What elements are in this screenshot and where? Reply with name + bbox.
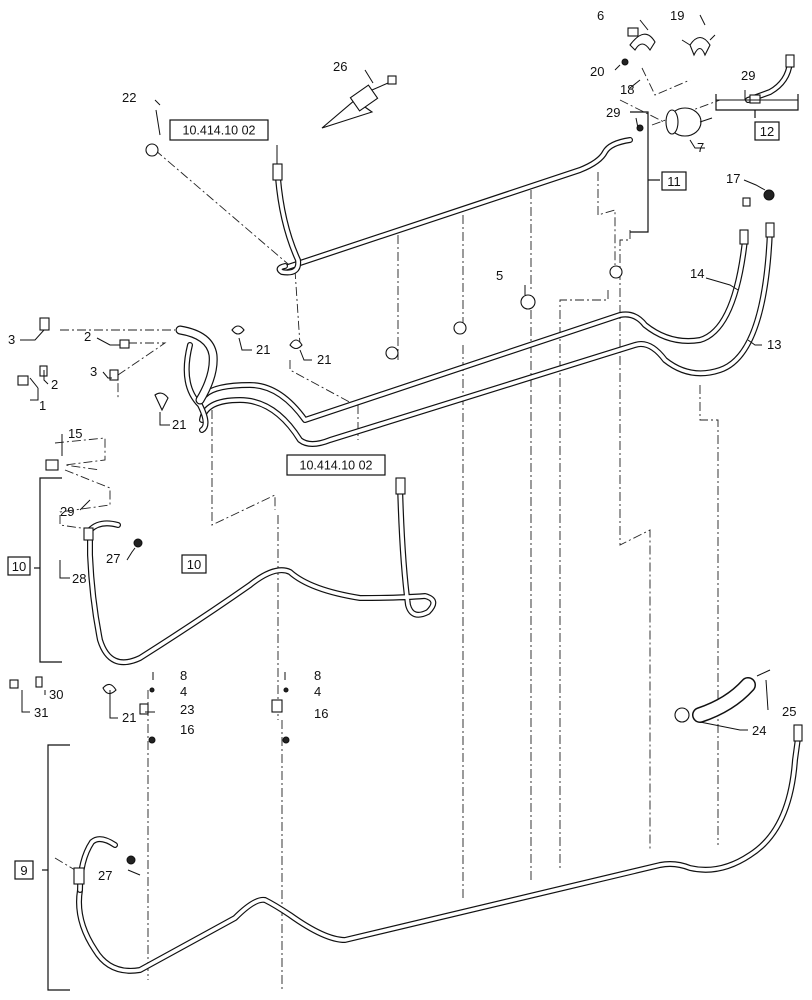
callout-3: 3 [90,364,97,379]
pipe-assembly-9 [73,724,803,974]
callout-5: 5 [496,268,503,283]
callout-28: 28 [72,571,86,586]
callout-21: 21 [122,710,136,725]
group-box-label: 12 [760,124,774,139]
callout-labels: 1 2 2 3 3 4 4 5 6 7 8 8 13 14 15 16 16 1… [8,8,796,883]
group-box-label: 9 [20,863,27,878]
callout-21: 21 [317,352,331,367]
reference-box-2[interactable]: 10.414.10 02 [286,454,386,476]
callout-1: 1 [39,398,46,413]
callout-25: 25 [782,704,796,719]
callout-8: 8 [180,668,187,683]
reference-box-1[interactable]: 10.414.10 02 [169,119,269,141]
callout-16: 16 [180,722,194,737]
clip-icon [145,143,159,157]
callout-15: 15 [68,426,82,441]
callout-24: 24 [752,723,766,738]
fitting-icon [17,375,29,386]
callout-4: 4 [314,684,321,699]
group-brackets [34,94,799,991]
grease-gun-icon [321,69,397,129]
callout-21: 21 [172,417,186,432]
callout-22: 22 [122,90,136,105]
callout-7: 7 [697,140,704,155]
group-box-11[interactable]: 11 [661,171,687,191]
callout-31: 31 [34,705,48,720]
callout-26: 26 [333,59,347,74]
reference-label: 10.414.10 02 [183,124,256,138]
callout-29: 29 [741,68,755,83]
callout-3: 3 [8,332,15,347]
components [9,27,775,865]
callout-leaders [20,14,798,876]
group-box-9[interactable]: 9 [14,860,34,880]
callout-16: 16 [314,706,328,721]
callout-30: 30 [49,687,63,702]
callout-6: 6 [597,8,604,23]
hose-29 [745,54,795,104]
callout-14: 14 [690,266,704,281]
pipe-assembly-13-14 [175,197,775,447]
callout-20: 20 [590,64,604,79]
callout-19: 19 [670,8,684,23]
callout-21: 21 [256,342,270,357]
filter-icon [665,107,713,137]
pipe-assembly-11 [272,137,633,276]
group-box-10-left[interactable]: 10 [7,556,31,576]
callout-27: 27 [98,868,112,883]
callout-8: 8 [314,668,321,683]
callout-4: 4 [180,684,187,699]
callout-29: 29 [60,504,74,519]
callout-23: 23 [180,702,194,717]
callout-29: 29 [606,105,620,120]
group-box-label: 11 [667,174,681,189]
group-box-10-center[interactable]: 10 [181,554,207,574]
callout-27: 27 [106,551,120,566]
group-box-label: 10 [12,559,26,574]
reference-label: 10.414.10 02 [300,459,373,473]
callout-2: 2 [84,329,91,344]
group-box-12[interactable]: 12 [754,121,780,141]
pipe-assembly-10 [83,477,437,666]
callout-13: 13 [767,337,781,352]
group-box-label: 10 [187,557,201,572]
callout-17: 17 [726,171,740,186]
elbow-hose-icon [674,669,771,723]
callout-18: 18 [620,82,634,97]
callout-2: 2 [51,377,58,392]
alignment-lines [54,67,721,990]
clamp-icon [627,27,716,57]
